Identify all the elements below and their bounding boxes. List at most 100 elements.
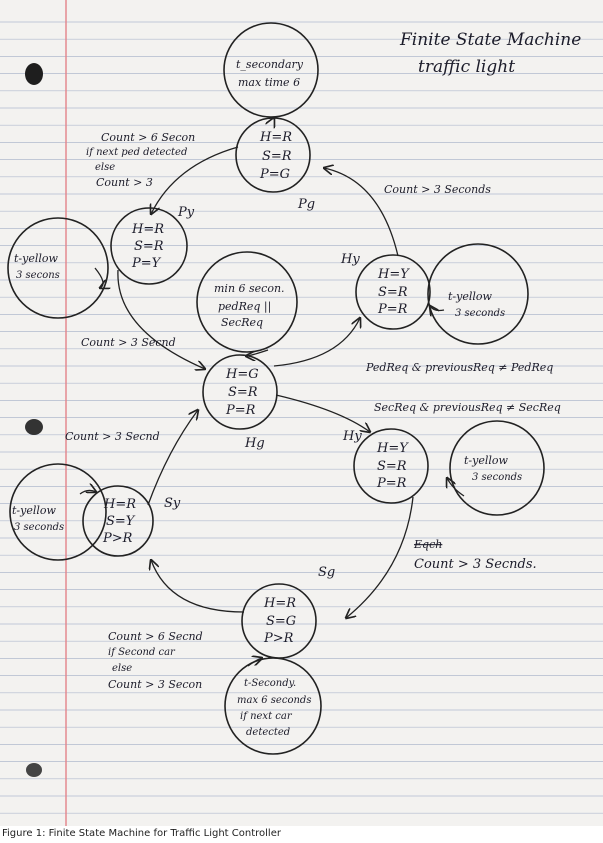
bubble-py-timer-circle xyxy=(7,217,109,319)
state-hy-pedestrian-line-3: P=R xyxy=(377,302,408,317)
state-hg: H=G S=R P=R Hg xyxy=(202,354,278,451)
bubble-sy-timer-line-2: 3 seconds xyxy=(14,522,64,533)
state-py: H=R S=R P=Y Py xyxy=(110,205,195,285)
cond-sy-to-hg: Count > 3 Secnd xyxy=(65,430,160,443)
cond-pg-to-py-line-3: else xyxy=(95,162,115,173)
state-sy-label: Sy xyxy=(164,496,181,511)
arrow-hy-pedestrian-to-pg xyxy=(324,168,399,257)
bubble-hy-secondary-timer-line-2: 3 seconds xyxy=(472,472,522,483)
state-sy-line-3: P>R xyxy=(102,531,133,546)
bubble-hg-timer-line-3: SecReq xyxy=(221,316,263,329)
cond-hy-pedestrian-to-pg: Count > 3 Seconds xyxy=(384,183,491,196)
notebook-sheet: Finite State Machine traffic light H=R S… xyxy=(0,0,603,826)
state-sy-line-2: S=Y xyxy=(106,514,136,529)
state-sg-line-1: H=R xyxy=(263,596,296,611)
state-pg-line-2: S=R xyxy=(262,149,292,164)
state-py-line-1: H=R xyxy=(131,222,164,237)
state-sg-line-3: P>R xyxy=(263,631,294,646)
bubble-top-timer-line-2: max time 6 xyxy=(238,76,300,89)
bubble-py-timer-line-2: 3 secons xyxy=(16,270,60,281)
state-sy-line-1: H=R xyxy=(103,497,136,512)
cond-sg-to-sy-line-3: else xyxy=(112,663,132,674)
cond-hg-to-hy-pedestrian: PedReq & previousReq ≠ PedReq xyxy=(365,361,553,374)
arrow-pg-to-py xyxy=(151,146,239,214)
bubble-top-timer: t_secondary max time 6 xyxy=(223,22,319,118)
diagram-title-line-1: Finite State Machine xyxy=(399,30,581,50)
transitions xyxy=(79,117,465,667)
state-sy: H=R S=Y P>R Sy xyxy=(82,485,181,557)
punch-hole-bottom xyxy=(26,763,42,777)
bubble-hy-pedestrian-timer-circle xyxy=(427,243,529,345)
bubble-sy-timer-line-1: t-yellow xyxy=(12,504,57,517)
state-hg-line-3: P=R xyxy=(225,403,256,418)
cond-pg-to-py-line-2: if next ped detected xyxy=(86,147,187,158)
cond-hg-to-hy-secondary: SecReq & previousReq ≠ SecReq xyxy=(374,401,561,414)
state-py-line-2: S=R xyxy=(134,239,164,254)
bubble-hy-pedestrian-timer-line-2: 3 seconds xyxy=(455,308,505,319)
arrow-sy-self-loop xyxy=(79,490,96,495)
state-sg-line-2: S=G xyxy=(266,614,296,629)
bubble-sy-timer: t-yellow 3 seconds xyxy=(9,463,107,561)
state-hg-label: Hg xyxy=(244,436,265,451)
bubble-sg-timer-line-1: t-Secondy. xyxy=(244,678,296,689)
arrow-py-self-loop xyxy=(94,267,103,288)
state-py-label: Py xyxy=(177,205,195,220)
state-hy-secondary-circle xyxy=(353,428,429,504)
cond-pg-to-py-line-4: Count > 3 xyxy=(96,176,153,189)
arrow-hg-to-hy-pedestrian xyxy=(273,318,360,367)
state-hy-secondary-line-2: S=R xyxy=(377,459,407,474)
cond-sg-to-sy-line-2: if Second car xyxy=(108,647,176,658)
cond-py-to-hg: Count > 3 Secnd xyxy=(81,336,176,349)
state-hg-circle xyxy=(202,354,278,430)
state-sy-circle xyxy=(82,485,154,557)
arrow-sg-self-loop xyxy=(247,658,262,667)
state-hy-pedestrian-line-2: S=R xyxy=(378,285,408,300)
state-pg: H=R S=R P=G Pg xyxy=(235,117,315,212)
arrow-top-timer-to-pg xyxy=(271,117,274,119)
bubble-hg-timer: min 6 secon. pedReq || SecReq xyxy=(196,251,298,353)
bubble-sg-timer-line-3: if next car xyxy=(240,711,293,722)
state-hy-secondary: H=Y S=R P=R Hy xyxy=(342,428,429,504)
cond-hy-secondary-to-sg-struck: Eqch xyxy=(413,538,442,551)
cond-sg-to-sy-line-1: Count > 6 Secnd xyxy=(108,630,203,643)
bubble-py-timer-line-1: t-yellow xyxy=(14,252,59,265)
figure-caption: Figure 1: Finite State Machine for Traff… xyxy=(2,828,281,839)
bubble-hy-pedestrian-timer: t-yellow 3 seconds xyxy=(427,243,529,345)
punch-hole-top xyxy=(25,63,43,85)
arrow-sg-to-sy xyxy=(151,560,245,613)
bubble-py-timer: t-yellow 3 secons xyxy=(7,217,109,319)
arrow-hy-pedestrian-self-loop xyxy=(430,306,445,311)
state-py-line-3: P=Y xyxy=(131,256,162,271)
state-pg-label: Pg xyxy=(297,197,315,212)
state-hy-pedestrian-label: Hy xyxy=(340,252,360,267)
arrow-hg-self-loop xyxy=(246,349,269,356)
bubble-sg-timer-line-2: max 6 seconds xyxy=(237,695,311,706)
state-diagram: Finite State Machine traffic light H=R S… xyxy=(0,0,603,826)
state-hg-line-1: H=G xyxy=(225,367,259,382)
bubble-hy-secondary-timer: t-yellow 3 seconds xyxy=(449,420,545,516)
ruled-lines xyxy=(0,21,603,814)
arrow-hg-to-hy-secondary xyxy=(275,394,370,432)
bubble-sg-timer: t-Secondy. max 6 seconds if next car det… xyxy=(224,657,322,755)
arrow-sy-to-hg xyxy=(147,410,198,506)
diagram-title-line-2: traffic light xyxy=(418,57,515,77)
bubble-hg-timer-line-1: min 6 secon. xyxy=(214,282,285,295)
state-hy-secondary-line-1: H=Y xyxy=(376,441,409,456)
bubble-hy-secondary-timer-line-1: t-yellow xyxy=(464,454,509,467)
cond-pg-to-py-line-1: Count > 6 Secon xyxy=(101,131,195,144)
state-sg-label: Sg xyxy=(318,565,335,580)
bubble-hy-pedestrian-timer-line-1: t-yellow xyxy=(448,290,493,303)
bubble-sg-timer-circle xyxy=(224,657,322,755)
state-hy-secondary-line-3: P=R xyxy=(376,476,407,491)
state-pg-line-1: H=R xyxy=(259,130,292,145)
state-sg: H=R S=G P>R Sg xyxy=(241,565,335,659)
state-hy-pedestrian-line-1: H=Y xyxy=(377,267,410,282)
bubble-top-timer-line-1: t_secondary xyxy=(236,58,304,71)
arrow-hy-secondary-self-loop xyxy=(447,478,465,497)
arrow-hy-secondary-to-sg xyxy=(346,496,414,618)
state-py-circle xyxy=(110,207,188,285)
bubble-hg-timer-line-2: pedReq || xyxy=(218,300,271,314)
bubble-hy-secondary-timer-circle xyxy=(449,420,545,516)
arrow-py-to-hg xyxy=(117,269,205,369)
bubble-sg-timer-line-4: detected xyxy=(246,727,290,738)
